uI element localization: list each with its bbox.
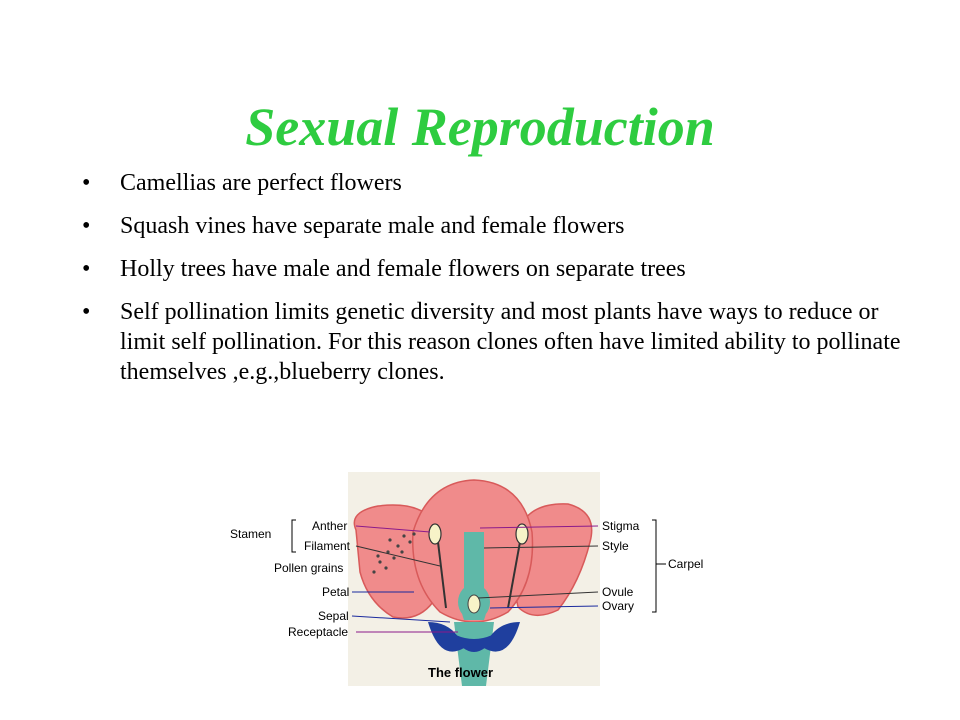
leader-style (483, 545, 599, 549)
leader-filament (355, 545, 441, 567)
bullet-glyph: • (82, 213, 91, 239)
bullet-list: • Camellias are perfect flowers • Squash v… (82, 168, 902, 400)
anther-right (515, 523, 529, 545)
label-petal: Petal (322, 585, 349, 599)
flower-diagram: Stamen Anther Filament Pollen grains Pet… (230, 472, 703, 686)
label-stigma: Stigma (602, 519, 640, 533)
bullet-item: • Holly trees have male and female flower… (82, 254, 902, 284)
slide-title: Sexual Reproduction (245, 97, 715, 157)
label-ovule: Ovule (602, 585, 634, 599)
diagram-caption: The flower (428, 665, 493, 680)
bullet-glyph: • (82, 256, 91, 282)
bullet-text: Holly trees have male and female flowers… (120, 256, 686, 282)
label-carpel: Carpel (668, 557, 703, 571)
filament-right (507, 541, 521, 609)
leader-stigma (479, 525, 599, 529)
label-ovary: Ovary (602, 599, 634, 613)
bullet-item: • Self pollination limits genetic diversi… (82, 297, 902, 387)
bullet-glyph: • (82, 170, 91, 196)
pollen-grains (372, 532, 416, 574)
label-pollen-grains: Pollen grains (274, 561, 343, 575)
leader-ovule (477, 591, 599, 599)
sepal-left (428, 622, 464, 652)
bullet-glyph: • (82, 299, 91, 325)
label-anther: Anther (312, 519, 347, 533)
filament-left (437, 541, 447, 609)
bullet-item: • Camellias are perfect flowers (82, 168, 902, 198)
anther-left (428, 523, 442, 545)
label-sepal: Sepal (318, 609, 349, 623)
bullet-text: Squash vines have separate male and fema… (120, 213, 625, 239)
label-receptacle: Receptacle (288, 625, 348, 639)
label-filament: Filament (304, 539, 351, 553)
label-stamen: Stamen (230, 527, 271, 541)
sepal-right (484, 622, 520, 652)
leader-anther (355, 525, 431, 533)
ovule-shape (467, 594, 481, 614)
stamen-bracket (291, 519, 296, 553)
sepal-center (450, 632, 498, 652)
bullet-item: • Squash vines have separate male and fem… (82, 211, 902, 241)
bullet-text: Self pollination limits genetic diversit… (120, 299, 901, 385)
carpel-bracket (652, 519, 666, 613)
leader-ovary (489, 605, 599, 609)
label-style: Style (602, 539, 629, 553)
leader-sepal (351, 615, 451, 623)
bullet-text: Camellias are perfect flowers (120, 170, 402, 196)
